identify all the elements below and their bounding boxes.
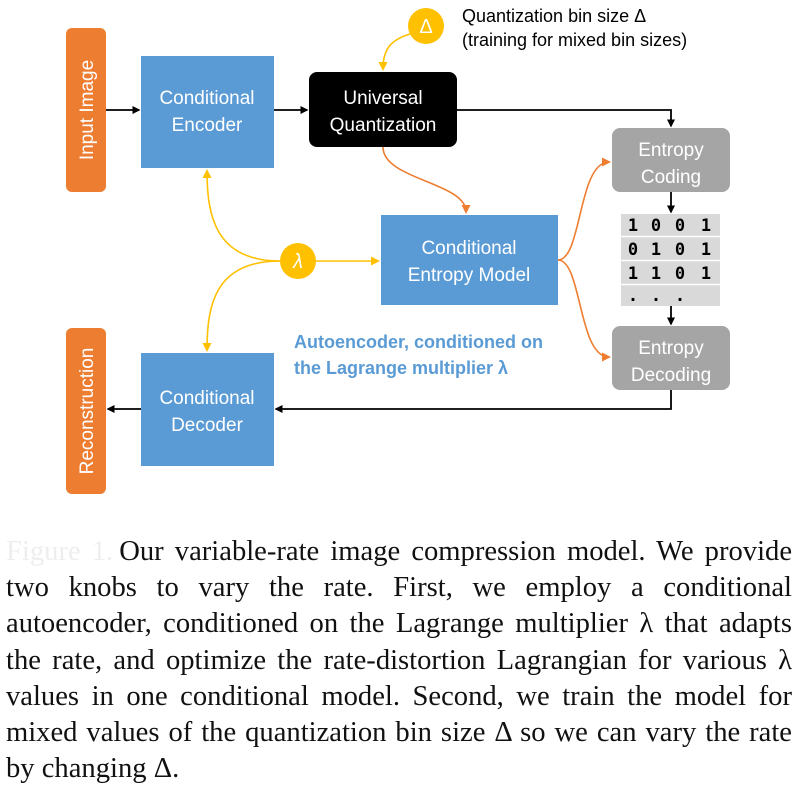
bit-cell: . bbox=[628, 286, 638, 306]
bit-cell: 1 bbox=[628, 264, 638, 284]
bit-cell: 0 bbox=[675, 240, 685, 260]
bit-cell: 1 bbox=[628, 216, 638, 236]
conditional-entropy-model-box: Conditional Entropy Model bbox=[381, 215, 558, 305]
entropy-coding-box: Entropy Coding bbox=[612, 128, 730, 192]
bit-cell: 0 bbox=[628, 240, 638, 260]
autoencoder-note-line1: Autoencoder, conditioned on bbox=[294, 332, 543, 352]
lambda-symbol: λ bbox=[292, 251, 303, 273]
conditional-encoder-box: Conditional Encoder bbox=[141, 56, 274, 168]
entropy-model-arrows bbox=[382, 146, 611, 362]
bit-cell: 1 bbox=[701, 216, 711, 236]
entropy-decoding-label-line1: Entropy bbox=[638, 338, 704, 359]
bit-cell: 1 bbox=[701, 240, 711, 260]
arrow-quantization-to-entropy-coding bbox=[457, 109, 675, 128]
conditioning-arrows bbox=[202, 33, 411, 352]
bit-cell: 0 bbox=[651, 216, 661, 236]
arrow-quantization-to-entropy-model bbox=[382, 146, 471, 214]
arrow-entropy-model-to-coding bbox=[557, 157, 611, 261]
entropy-decoding-label-line2: Decoding bbox=[631, 365, 711, 386]
lambda-knob: λ bbox=[280, 243, 316, 279]
entropy-coding-label-line1: Entropy bbox=[638, 140, 704, 161]
input-image-label: Input Image bbox=[77, 60, 98, 160]
delta-note-line2: (training for mixed bin sizes) bbox=[462, 30, 687, 50]
encoder-label-line2: Encoder bbox=[172, 115, 243, 136]
bit-cell: 1 bbox=[651, 240, 661, 260]
conditional-decoder-box: Conditional Decoder bbox=[141, 353, 274, 466]
entropy-decoding-box: Entropy Decoding bbox=[612, 326, 730, 390]
quantization-label-line1: Universal bbox=[343, 88, 422, 109]
universal-quantization-box: Universal Quantization bbox=[309, 72, 457, 147]
delta-knob: Δ bbox=[408, 8, 444, 44]
reconstruction-box: Reconstruction bbox=[66, 328, 106, 494]
caption-text: Our variable-rate image compression mode… bbox=[6, 536, 793, 785]
arrow-decoding-to-decoder bbox=[274, 390, 672, 413]
entropy-model-label-line2: Entropy Model bbox=[408, 265, 531, 286]
encoder-label-line1: Conditional bbox=[159, 88, 254, 109]
bitstream-matrix: 1 0 0 1 0 1 0 1 1 1 0 1 . . . bbox=[621, 214, 720, 306]
decoder-label-line1: Conditional bbox=[159, 388, 254, 409]
bit-cell: . bbox=[651, 286, 661, 306]
bit-cell: 1 bbox=[651, 264, 661, 284]
entropy-model-label-line1: Conditional bbox=[421, 238, 516, 259]
decoder-label-line2: Decoder bbox=[171, 415, 243, 436]
arrow-lambda-to-decoder bbox=[202, 260, 281, 352]
arrow-lambda-to-encoder bbox=[202, 169, 281, 262]
delta-symbol: Δ bbox=[419, 16, 432, 38]
delta-note-line1: Quantization bin size Δ bbox=[462, 6, 646, 26]
bit-cell: 1 bbox=[701, 264, 711, 284]
autoencoder-note-line2: the Lagrange multiplier λ bbox=[294, 358, 508, 378]
arrow-delta-to-quantization bbox=[378, 33, 411, 71]
input-image-box: Input Image bbox=[66, 28, 106, 192]
data-flow-arrows bbox=[106, 106, 675, 413]
figure-caption: Figure 1.Our variable-rate image compres… bbox=[6, 534, 792, 787]
bit-cell: . bbox=[675, 286, 685, 306]
entropy-coding-label-line2: Coding bbox=[641, 167, 701, 188]
quantization-label-line2: Quantization bbox=[330, 115, 437, 136]
arrow-entropy-model-to-decoding bbox=[557, 259, 611, 362]
bit-cell: 0 bbox=[675, 264, 685, 284]
bit-cell: 0 bbox=[675, 216, 685, 236]
reconstruction-label: Reconstruction bbox=[77, 348, 98, 475]
figure-label: Figure 1. bbox=[6, 536, 114, 567]
